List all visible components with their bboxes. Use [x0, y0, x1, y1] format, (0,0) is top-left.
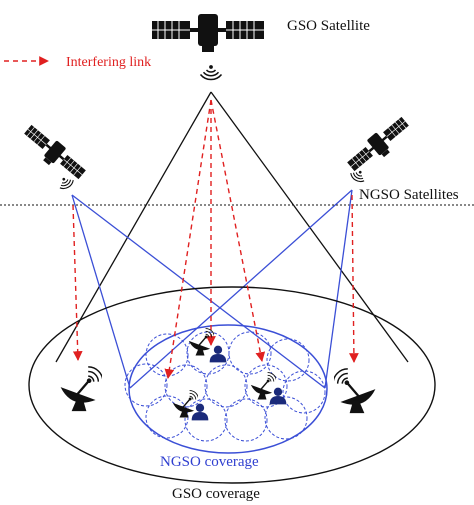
gso-coverage-ellipse: [28, 286, 436, 484]
ngso-coverage-ellipse: [128, 324, 328, 454]
gso-earth-station-right: [334, 368, 377, 414]
satellite-icon: [151, 13, 265, 53]
ngso-beams: [71, 189, 353, 389]
gso-satellite-label: GSO Satellite: [287, 18, 370, 34]
gso-beam-right-edge: [210, 91, 409, 363]
ngso-cells: [124, 331, 326, 442]
interfering-links: [72, 99, 359, 379]
ngso-satellites-label: NGSO Satellites: [359, 187, 459, 203]
gso-earth-station-left-dish-icon: [59, 366, 102, 412]
ngso-right-waves: [348, 166, 369, 185]
ngso-left-waves: [55, 173, 76, 192]
legend-interfering-link-label: Interfering link: [66, 55, 151, 70]
signal-waves-icon: [348, 166, 369, 185]
ngso-satellite-right: [343, 113, 415, 178]
satellite-dish-icon: [250, 372, 276, 400]
signal-waves-icon: [55, 173, 76, 192]
user-icon: [209, 345, 227, 363]
satellite-dish-icon: [334, 368, 377, 414]
gso-coverage-label: GSO coverage: [172, 486, 260, 502]
user-icon: [191, 403, 209, 421]
satellite-icon: [343, 113, 415, 178]
signal-waves-icon: [199, 64, 223, 81]
legend-interfering-link: Interfering link: [4, 55, 151, 70]
gso-satellite: [151, 13, 265, 81]
ngso-coverage-label: NGSO coverage: [160, 454, 259, 470]
ngso-satellite-left: [18, 121, 90, 186]
satellite-icon: [18, 121, 90, 186]
gso-beam-left-edge: [55, 91, 212, 363]
